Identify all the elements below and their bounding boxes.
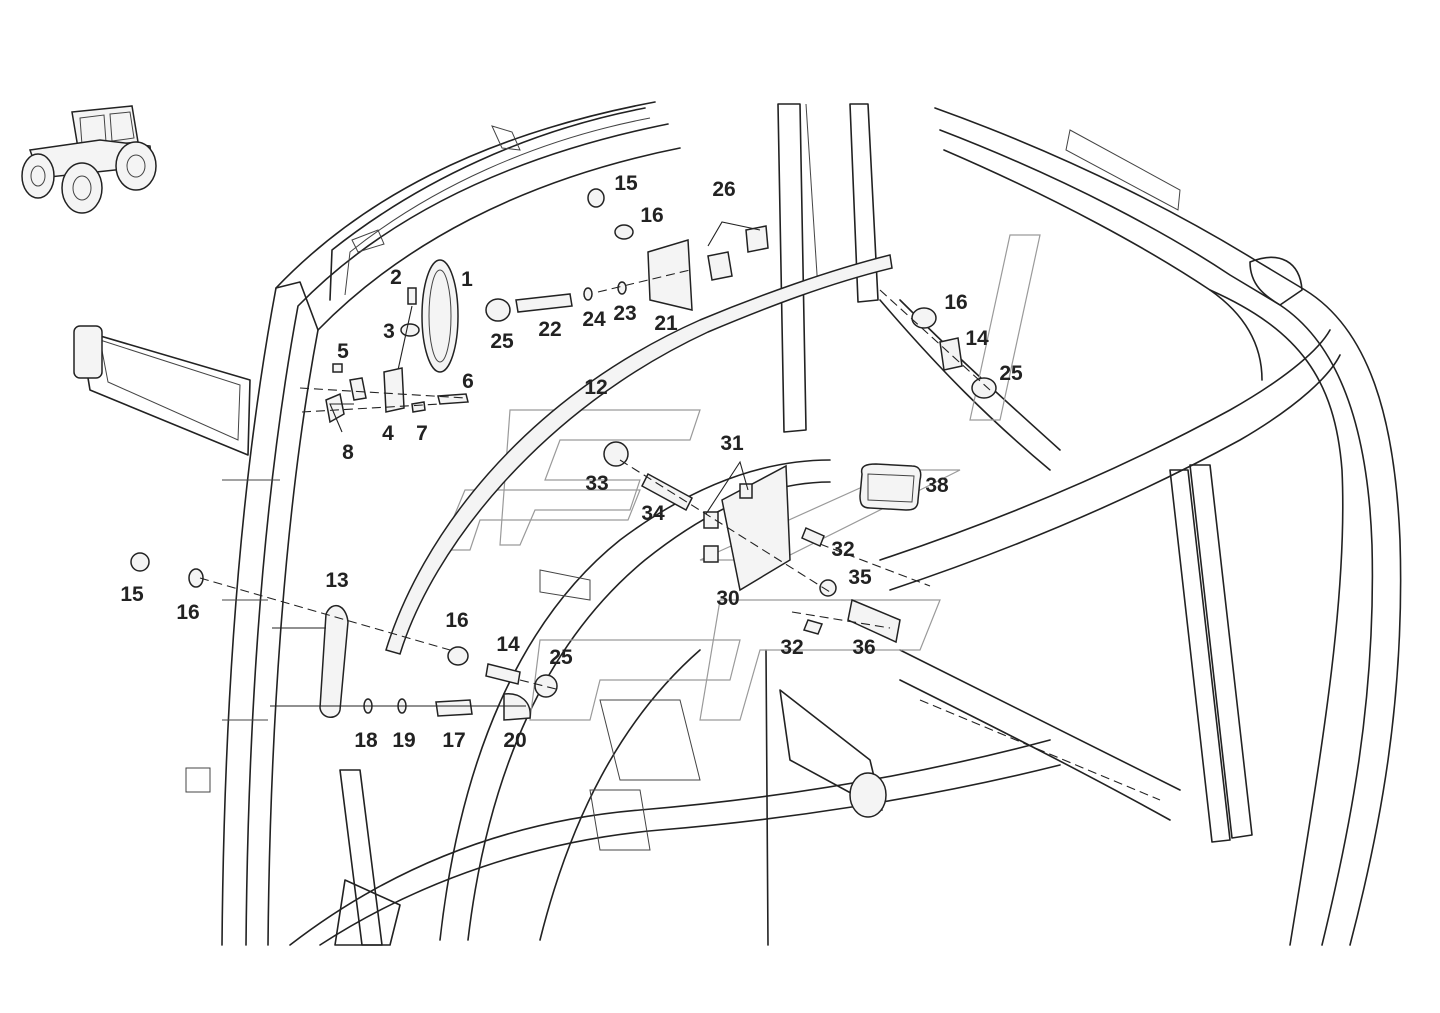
label-16-right: 16 xyxy=(944,291,967,314)
label-4: 4 xyxy=(382,422,394,445)
label-32-lower: 32 xyxy=(780,636,803,659)
label-35: 35 xyxy=(848,566,872,589)
tractor-icon xyxy=(21,105,157,214)
label-24: 24 xyxy=(582,308,606,331)
label-13: 13 xyxy=(325,569,348,592)
label-30: 30 xyxy=(716,587,739,610)
label-7: 7 xyxy=(416,422,428,445)
label-16-upper: 16 xyxy=(640,204,663,227)
label-26: 26 xyxy=(712,178,735,201)
mirror-assembly xyxy=(325,259,469,424)
label-15-lower: 15 xyxy=(120,583,144,606)
label-31: 31 xyxy=(720,432,744,455)
center-bracket-assembly xyxy=(603,441,922,644)
label-23: 23 xyxy=(613,302,636,325)
callout-labels: 1 2 3 4 5 6 7 8 12 13 14 14 15 15 16 16 … xyxy=(120,172,1023,752)
label-18: 18 xyxy=(354,729,378,752)
label-1: 1 xyxy=(461,268,473,291)
label-25-right: 25 xyxy=(999,362,1023,385)
label-16-left: 16 xyxy=(176,601,199,624)
label-2: 2 xyxy=(390,266,402,289)
label-12: 12 xyxy=(584,376,607,399)
label-16-center: 16 xyxy=(445,609,468,632)
label-38: 38 xyxy=(925,474,949,497)
label-14-upper: 14 xyxy=(965,327,989,350)
label-32-upper: 32 xyxy=(831,538,854,561)
label-34: 34 xyxy=(641,502,665,525)
label-17: 17 xyxy=(442,729,465,752)
label-20: 20 xyxy=(503,729,526,752)
label-21: 21 xyxy=(654,312,678,335)
label-22: 22 xyxy=(538,318,561,341)
lower-bracket-13 xyxy=(130,552,558,721)
label-5: 5 xyxy=(337,340,349,363)
label-6: 6 xyxy=(462,370,474,393)
cab-frame xyxy=(73,101,1402,946)
leader-lines xyxy=(199,221,991,707)
label-25-upper: 25 xyxy=(490,330,514,353)
label-3: 3 xyxy=(383,320,395,343)
label-8: 8 xyxy=(342,441,354,464)
label-36: 36 xyxy=(852,636,875,659)
label-25-lower: 25 xyxy=(549,646,573,669)
gas-strut-12 xyxy=(385,254,893,655)
label-33: 33 xyxy=(585,472,608,495)
label-14-lower: 14 xyxy=(496,633,520,656)
label-15-upper: 15 xyxy=(614,172,638,195)
rear-right-fasteners xyxy=(911,307,997,399)
label-19: 19 xyxy=(392,729,415,752)
